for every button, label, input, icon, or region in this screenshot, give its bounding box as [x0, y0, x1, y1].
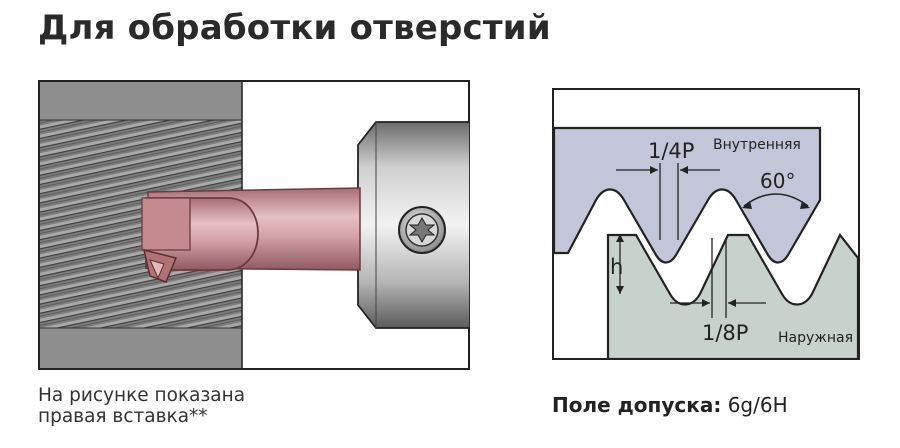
- tolerance-label: Поле допуска:: [552, 393, 722, 417]
- page-title: Для обработки отверстий: [38, 8, 551, 48]
- boring-tool-illustration: [38, 80, 471, 370]
- internal-thread-label: Внутренняя: [713, 137, 801, 153]
- thread-angle-label: 60°: [760, 169, 795, 193]
- thread-profile-svg: 1/4P Внутренняя 60° h 1/8P Наружная: [552, 88, 860, 361]
- dimension-eighth-pitch: 1/8P: [702, 321, 748, 345]
- boring-tool-svg: [38, 80, 471, 370]
- tolerance-value: 6g/6H: [727, 393, 788, 417]
- thread-height-label: h: [610, 255, 623, 279]
- thread-profile-diagram: 1/4P Внутренняя 60° h 1/8P Наружная: [552, 88, 860, 361]
- external-thread-label: Наружная: [778, 330, 853, 346]
- internal-thread-shape: [552, 126, 822, 264]
- tolerance-caption: Поле допуска: 6g/6H: [552, 393, 788, 417]
- external-thread-shape: [606, 232, 860, 361]
- left-caption: На рисунке показана правая вставка**: [38, 385, 245, 427]
- left-caption-line-2: правая вставка**: [38, 406, 208, 427]
- dimension-quarter-pitch: 1/4P: [648, 139, 694, 163]
- left-caption-line-1: На рисунке показана: [38, 385, 246, 406]
